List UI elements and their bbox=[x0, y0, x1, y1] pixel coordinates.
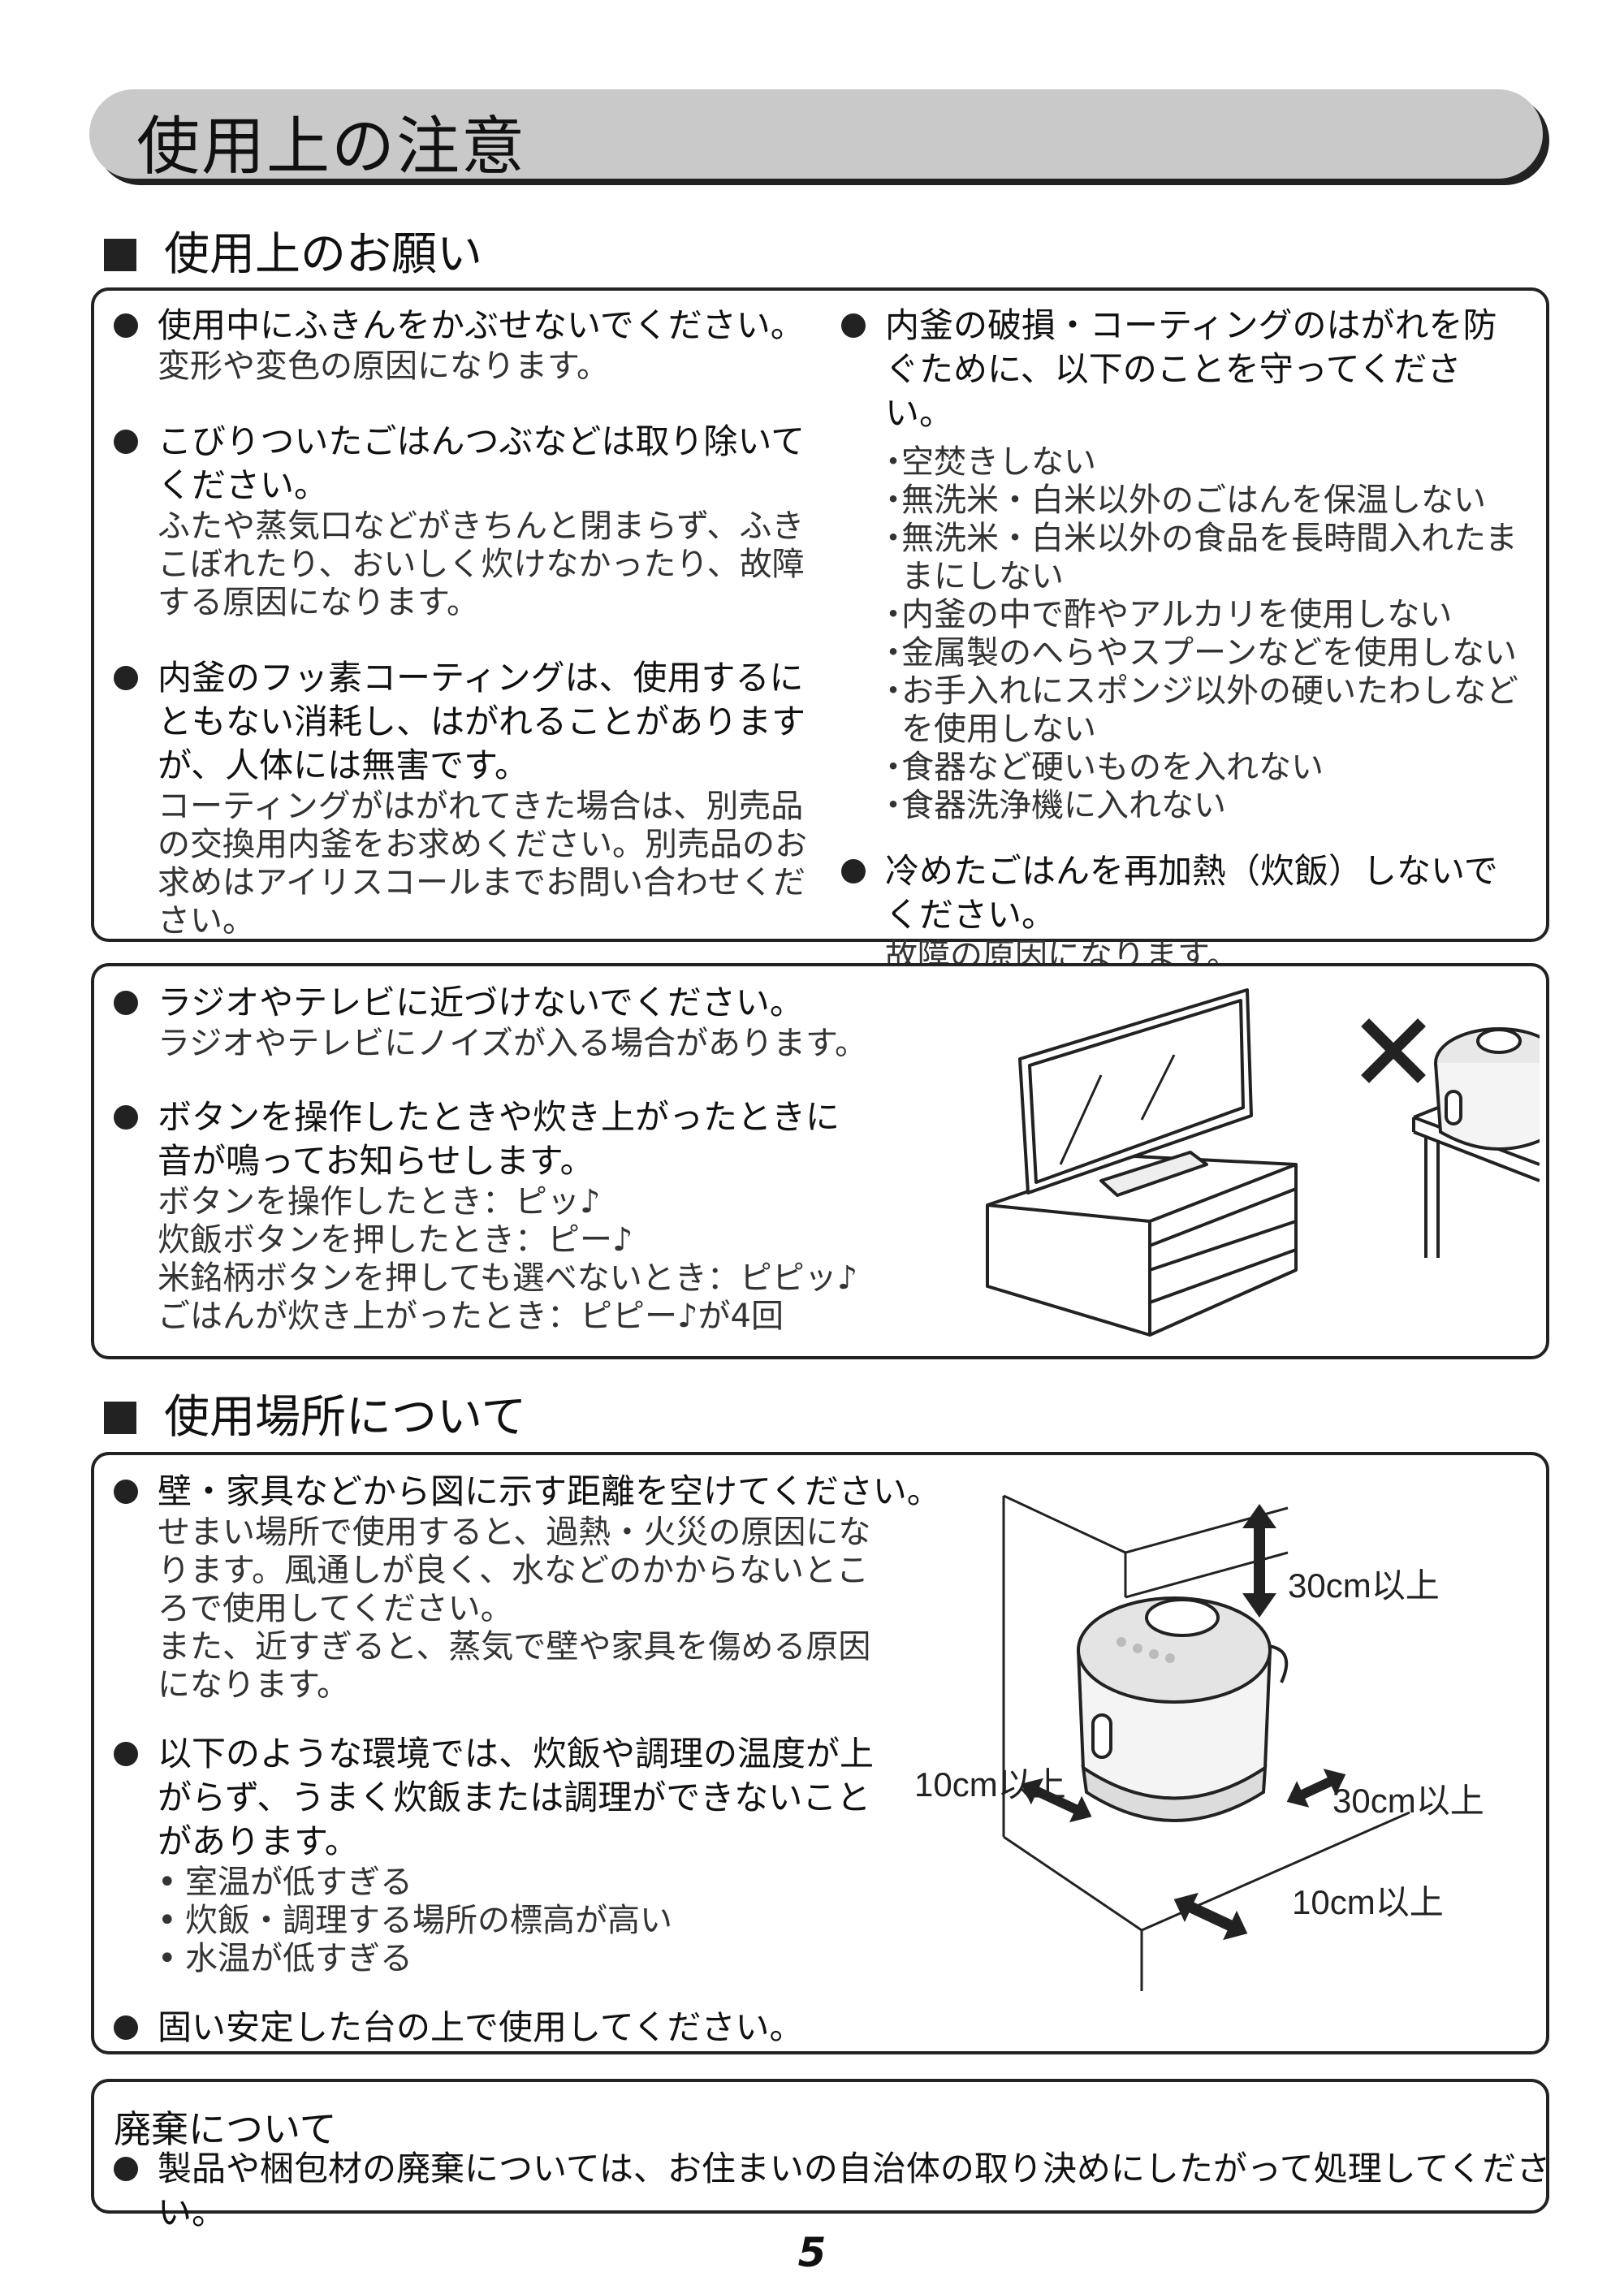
page-title-bar: 使用上の注意 bbox=[89, 89, 1543, 184]
section-heading-text: 使用場所について bbox=[164, 1391, 527, 1444]
bullet-icon bbox=[114, 1105, 138, 1130]
section-heading-usage: 使用上のお願い bbox=[104, 218, 482, 283]
item-heading: 使用中にふきんをかぶせないでください。 bbox=[158, 305, 805, 345]
precaution-item: ・無洗米・白米以外の食品を長時間入れたままにしない bbox=[877, 520, 1518, 595]
location-box: 壁・家具などから図に示す距離を空けてください。 せまい場所で使用すると、過熱・火… bbox=[91, 1452, 1549, 2054]
bullet-icon bbox=[841, 859, 866, 883]
disposal-text: 製品や梱包材の廃棄については、お住まいの自治体の取り決めにしたがって処理してくだ… bbox=[158, 2149, 1551, 2232]
item-desc: ふたや蒸気口などがきちんと閉まらず、ふきこぼれたり、おいしく炊けなかったり、故障… bbox=[158, 508, 805, 621]
list-item: 内釜の破損・コーティングのはがれを防ぐために、以下のことを守ってください。 bbox=[841, 304, 1523, 435]
item-heading: 固い安定した台の上で使用してください。 bbox=[158, 2007, 804, 2047]
bullet-icon bbox=[841, 313, 866, 338]
clearance-left-label: 10cm以上 bbox=[914, 1765, 1066, 1804]
left-column: 使用中にふきんをかぶせないでください。 変形や変色の原因になります。 こびりつい… bbox=[114, 304, 828, 968]
disposal-box: 廃棄について 製品や梱包材の廃棄については、お住まいの自治体の取り決めにしたがっ… bbox=[91, 2079, 1550, 2232]
bullet-icon bbox=[114, 1742, 138, 1766]
tv-ricecooker-illustration bbox=[986, 988, 1540, 1337]
page-title: 使用上の注意 bbox=[136, 110, 527, 184]
item-heading: 壁・家具などから図に示す距離を空けてください。 bbox=[158, 1471, 941, 1511]
precaution-list: ・空焚きしない ・無洗米・白米以外のごはんを保温しない ・無洗米・白米以外の食品… bbox=[841, 443, 1523, 825]
item-heading: ラジオやテレビに近づけないでください。 bbox=[158, 983, 804, 1022]
rice-cooker-icon bbox=[1077, 1596, 1289, 1822]
list-item: ボタンを操作したときや炊き上がったときに音が鳴ってお知らせします。 ボタンを操作… bbox=[114, 1095, 942, 1336]
sound-line: ごはんが炊き上がったとき：ピピー♪が4回 bbox=[158, 1298, 784, 1335]
item-heading: 冷めたごはんを再加熱（炊飯）しないでください。 bbox=[885, 851, 1498, 935]
list-item: 製品や梱包材の廃棄については、お住まいの自治体の取り決めにしたがって処理してくだ… bbox=[114, 2147, 1570, 2235]
noise-sound-text: ラジオやテレビに近づけないでください。 ラジオやテレビにノイズが入る場合がありま… bbox=[114, 981, 942, 1363]
item-heading: こびりついたごはんつぶなどは取り除いてください。 bbox=[158, 421, 806, 505]
environment-item: •炊飯・調理する場所の標高が高い bbox=[158, 1902, 672, 1939]
bullet-icon bbox=[114, 666, 138, 690]
precaution-item: ・お手入れにスポンジ以外の硬いたわしなどを使用しない bbox=[877, 672, 1518, 748]
item-desc: せまい場所で使用すると、過熱・火災の原因になります。風通しが良く、水などのかから… bbox=[158, 1514, 871, 1627]
bullet-icon bbox=[114, 1480, 138, 1504]
square-bullet-icon bbox=[104, 1402, 136, 1434]
item-heading: 内釜の破損・コーティングのはがれを防ぐために、以下のことを守ってください。 bbox=[885, 305, 1497, 433]
clearance-arrows bbox=[1021, 1504, 1346, 1941]
item-desc: ラジオやテレビにノイズが入る場合があります。 bbox=[158, 1025, 867, 1062]
clearance-front-label: 10cm以上 bbox=[1292, 1883, 1444, 1921]
precaution-item: ・内釜の中で酢やアルカリを使用しない bbox=[877, 596, 1453, 633]
bullet-icon bbox=[114, 2015, 138, 2040]
list-item: ラジオやテレビに近づけないでください。 ラジオやテレビにノイズが入る場合がありま… bbox=[114, 981, 942, 1063]
square-bullet-icon bbox=[104, 239, 136, 271]
page-number: 5 bbox=[797, 2229, 827, 2276]
item-desc: コーティングがはがれてきた場合は、別売品の交換用内釜をお求めください。別売品のお… bbox=[158, 788, 807, 940]
sound-line: 米銘柄ボタンを押しても選べないとき：ピピッ♪ bbox=[158, 1259, 858, 1297]
bullet-icon bbox=[114, 430, 138, 454]
section-heading-text: 使用上のお願い bbox=[164, 228, 482, 281]
noise-sound-box: ラジオやテレビに近づけないでください。 ラジオやテレビにノイズが入る場合がありま… bbox=[91, 963, 1549, 1359]
clearance-right-label: 30cm以上 bbox=[1332, 1782, 1484, 1820]
clearance-top-label: 30cm以上 bbox=[1288, 1566, 1440, 1605]
right-column: 内釜の破損・コーティングのはがれを防ぐために、以下のことを守ってください。 ・空… bbox=[841, 304, 1523, 1003]
list-item: 固い安定した台の上で使用してください。 bbox=[114, 2006, 958, 2050]
precaution-item: ・食器洗浄機に入れない bbox=[877, 787, 1226, 824]
location-text: 壁・家具などから図に示す距離を空けてください。 せまい場所で使用すると、過熱・火… bbox=[114, 1470, 958, 2077]
precaution-item: ・無洗米・白米以外のごはんを保温しない bbox=[877, 482, 1486, 519]
clearance-diagram: 30cm以上 10cm以上 30cm以上 10cm以上 bbox=[914, 1494, 1484, 1991]
list-item: 以下のような環境では、炊飯や調理の温度が上がらず、うまく炊飯または調理ができない… bbox=[114, 1732, 958, 1978]
item-heading: ボタンを操作したときや炊き上がったときに音が鳴ってお知らせします。 bbox=[158, 1097, 840, 1181]
item-desc: また、近すぎると、蒸気で壁や家具を傷める原因になります。 bbox=[158, 1628, 871, 1704]
list-item: 使用中にふきんをかぶせないでください。 変形や変色の原因になります。 bbox=[114, 304, 828, 386]
x-mark-icon bbox=[1361, 1018, 1426, 1083]
item-desc: 変形や変色の原因になります。 bbox=[158, 348, 609, 385]
environment-item: •水温が低すぎる bbox=[158, 1940, 412, 1977]
bullet-icon bbox=[114, 313, 138, 338]
list-item: 内釜のフッ素コーティングは、使用するにともない消耗し、はがれることがありますが、… bbox=[114, 656, 828, 940]
environment-item: •室温が低すぎる bbox=[158, 1864, 412, 1901]
disposal-heading: 廃棄について bbox=[114, 2107, 337, 2151]
bullet-icon bbox=[114, 991, 138, 1015]
list-item: こびりついたごはんつぶなどは取り除いてください。 ふたや蒸気口などがきちんと閉ま… bbox=[114, 420, 828, 622]
bullet-icon bbox=[114, 2157, 138, 2181]
precaution-item: ・金属製のへらやスプーンなどを使用しない bbox=[877, 634, 1517, 672]
list-item: 壁・家具などから図に示す距離を空けてください。 せまい場所で使用すると、過熱・火… bbox=[114, 1470, 958, 1704]
item-heading: 以下のような環境では、炊飯や調理の温度が上がらず、うまく炊飯または調理ができない… bbox=[158, 1734, 875, 1861]
sound-line: ボタンを操作したとき：ピッ♪ bbox=[158, 1183, 601, 1220]
section-heading-location: 使用場所について bbox=[104, 1380, 526, 1446]
precaution-item: ・空焚きしない bbox=[877, 443, 1096, 481]
sound-line: 炊飯ボタンを押したとき：ピー♪ bbox=[158, 1221, 633, 1259]
list-item: 冷めたごはんを再加熱（炊飯）しないでください。 故障の原因になります。 bbox=[841, 849, 1523, 975]
item-heading: 内釜のフッ素コーティングは、使用するにともない消耗し、はがれることがありますが、… bbox=[158, 658, 806, 785]
precaution-item: ・食器など硬いものを入れない bbox=[877, 749, 1324, 786]
usage-requests-box: 使用中にふきんをかぶせないでください。 変形や変色の原因になります。 こびりつい… bbox=[91, 287, 1549, 974]
